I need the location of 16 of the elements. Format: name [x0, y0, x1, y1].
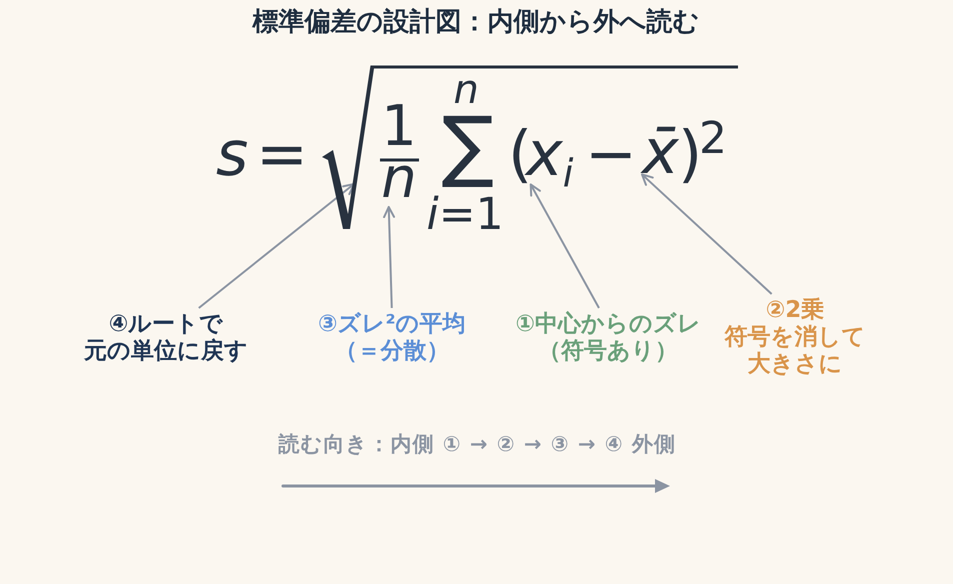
annotation-label: ②2乗 符号を消して大きさに	[722, 297, 868, 378]
fraction: 1 n	[372, 98, 426, 207]
leader-arrow	[641, 173, 772, 295]
math-variable: s	[216, 122, 248, 185]
equals-sign: =	[256, 122, 308, 185]
annotation-label: ①中心からのズレ （符号あり）	[516, 311, 701, 365]
summation-index: i=1	[426, 192, 504, 237]
leader-arrow	[530, 184, 600, 308]
leader-arrow	[383, 206, 396, 308]
leader-arrow	[198, 183, 355, 309]
annotation-label: ③ズレ²の平均 （＝分散）	[318, 311, 466, 365]
reading-direction-note: 読む向き：内側 ① → ② → ③ → ④ 外側	[278, 431, 676, 457]
minus-sign: −	[585, 122, 637, 185]
annotation-label: ④ルートで 元の単位に戻す	[84, 311, 248, 365]
title: 標準偏差の設計図：内側から外へ読む	[252, 7, 700, 37]
math-variable: x̄	[642, 120, 679, 182]
